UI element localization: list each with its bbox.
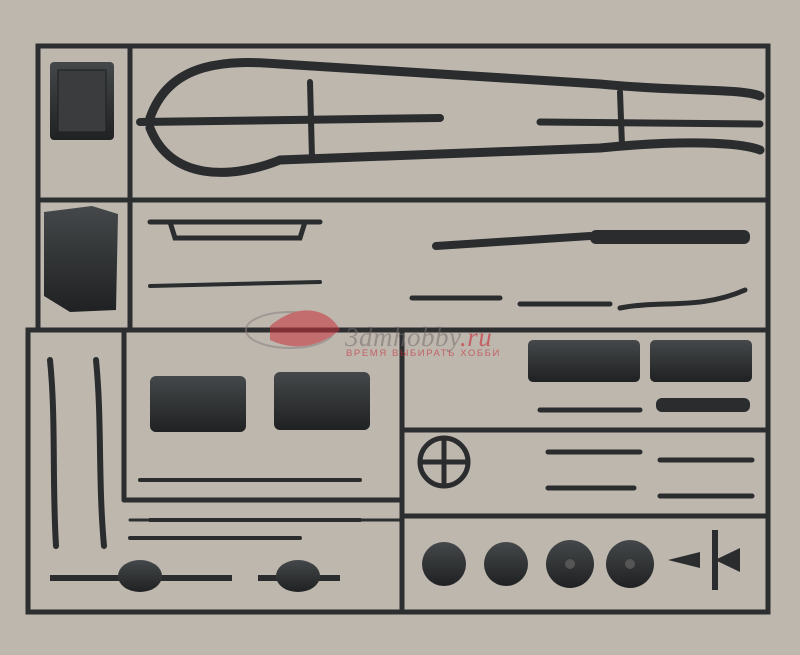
chassis-frame-part [136,58,765,177]
fender-part [44,206,118,312]
watermark-logo-name: 3dmhobby [345,322,460,352]
steering-wheel-part [417,435,471,489]
watermark-logo-text: 3dmhobby.ru [345,322,492,353]
watermark-tagline: ВРЕМЯ ВЫБИРАТЬ ХОББИ [346,348,501,359]
wheel-drum-parts [422,540,654,588]
seat-panels [150,372,370,432]
fan-part [668,530,740,590]
suspension-parts [47,287,748,549]
rear-axle-parts [50,560,340,592]
radiator-part [50,62,114,140]
watermark-logo-tld: .ru [460,322,493,352]
axle-parts [147,219,750,288]
small-rod-parts [128,398,755,540]
engine-block-parts [528,340,752,382]
sprue-frame [25,43,771,615]
watermark-logo-mark [245,310,340,349]
